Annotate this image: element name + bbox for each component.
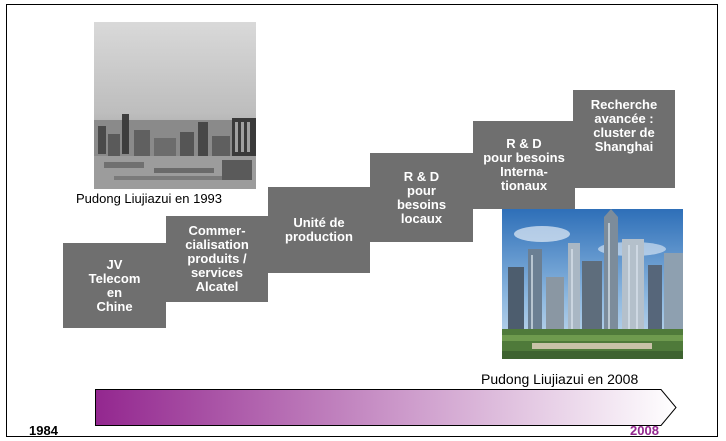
pudong-1993-photo <box>94 22 256 189</box>
step-jv-telecom: JV Telecom en Chine <box>63 243 166 328</box>
step-rd-internationaux: R & D pour besoins Interna- tionaux <box>473 121 575 209</box>
end-year-label: 2008 <box>630 423 659 438</box>
pudong-1993-caption: Pudong Liujiazui en 1993 <box>76 191 223 206</box>
step-commercialisation: Commer- cialisation produits / services … <box>166 216 268 302</box>
start-year-label: 1984 <box>29 423 58 438</box>
pudong-2008-caption: Pudong Liujiazui en 2008 <box>481 371 639 387</box>
step-unite-production: Unité de production <box>268 187 370 273</box>
pudong-2008-photo <box>502 209 683 359</box>
step-rd-locaux: R & D pour besoins locaux <box>370 153 473 242</box>
timeline-arrow <box>95 389 677 426</box>
slide-frame: Pudong Liujiazui en 1993 JV Telecom en C… <box>6 4 718 438</box>
step-recherche-avancee: Recherche avancée : cluster de Shanghai <box>573 90 675 188</box>
